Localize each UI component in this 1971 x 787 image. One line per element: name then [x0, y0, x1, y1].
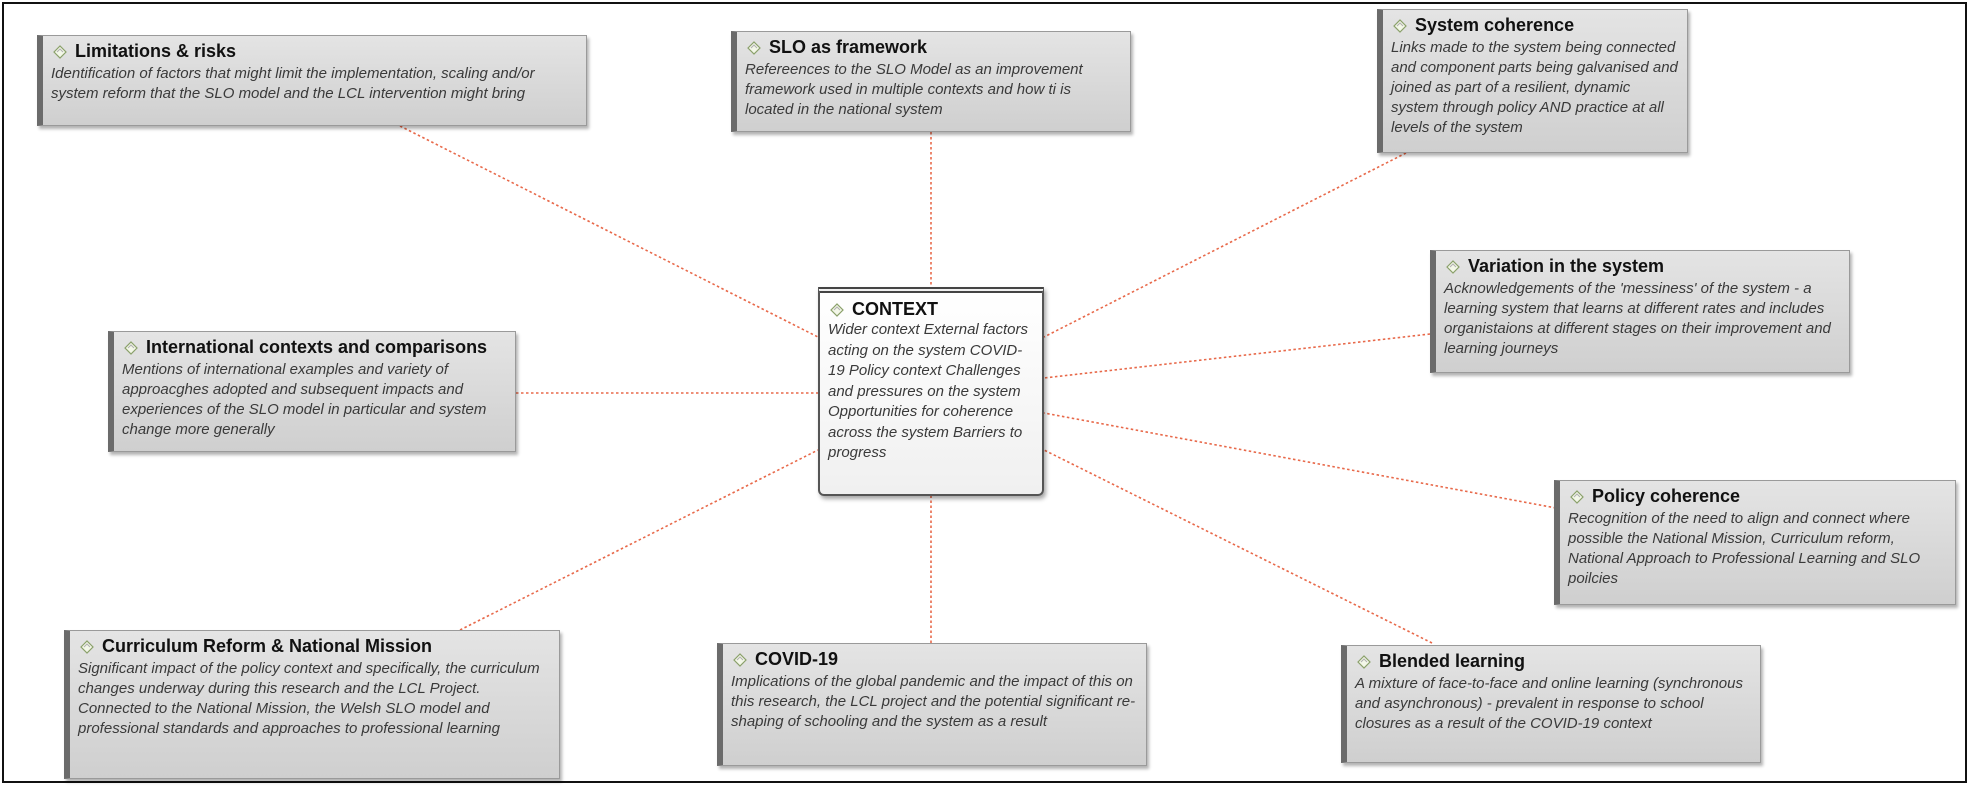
link-variation [1043, 333, 1431, 379]
node-limitations-risks[interactable]: Limitations & risks Identification of fa… [37, 35, 587, 126]
node-memo-icon [733, 652, 747, 667]
node-header: International contexts and comparisons [122, 337, 507, 358]
node-blended-learning[interactable]: Blended learning A mixture of face-to-fa… [1341, 645, 1761, 763]
node-policy-coherence[interactable]: Policy coherence Recognition of the need… [1554, 480, 1956, 605]
node-description: Implications of the global pandemic and … [731, 673, 1136, 730]
node-title: Limitations & risks [75, 41, 237, 61]
link-limitations [399, 125, 819, 338]
node-header: Curriculum Reform & National Mission [78, 636, 551, 657]
node-header: Variation in the system [1444, 256, 1841, 277]
context-node-title: CONTEXT [852, 299, 939, 319]
node-title: Curriculum Reform & National Mission [102, 636, 433, 656]
node-memo-icon [53, 44, 67, 59]
node-curriculum-reform[interactable]: Curriculum Reform & National Mission Sig… [64, 630, 560, 779]
node-description: Significant impact of the policy context… [78, 660, 540, 737]
node-memo-icon [747, 40, 761, 55]
link-blended [1043, 449, 1433, 644]
node-header: System coherence [1391, 15, 1679, 36]
node-title: International contexts and comparisons [146, 337, 488, 357]
node-memo-icon [1446, 259, 1460, 274]
node-title: SLO as framework [769, 37, 928, 57]
node-description: Identification of factors that might lim… [51, 65, 535, 102]
node-memo-icon [124, 340, 138, 355]
node-title: System coherence [1415, 15, 1575, 35]
node-system-coherence[interactable]: System coherence Links made to the syste… [1377, 9, 1688, 153]
node-variation-in-system[interactable]: Variation in the system Acknowledgements… [1430, 250, 1850, 373]
node-description: Mentions of international examples and v… [122, 361, 487, 438]
node-header: Blended learning [1355, 651, 1752, 672]
node-description: Acknowledgements of the 'messiness' of t… [1444, 280, 1831, 357]
node-title: Blended learning [1379, 651, 1526, 671]
node-header: Policy coherence [1568, 486, 1947, 507]
node-slo-framework[interactable]: SLO as framework Refereences to the SLO … [731, 31, 1131, 132]
context-node-header: CONTEXT [828, 299, 1034, 320]
link-system-coherence [1043, 152, 1407, 338]
node-covid-19[interactable]: COVID-19 Implications of the global pand… [717, 643, 1147, 766]
node-memo-icon [1570, 489, 1584, 504]
context-central-node[interactable]: CONTEXT Wider context External factors a… [818, 287, 1044, 496]
link-policy-coherence [1043, 412, 1557, 509]
node-international-contexts[interactable]: International contexts and comparisons M… [108, 331, 516, 452]
node-memo-icon [1393, 18, 1407, 33]
node-memo-icon [80, 639, 94, 654]
node-description: Refereences to the SLO Model as an impro… [745, 61, 1083, 118]
node-header: Limitations & risks [51, 41, 578, 62]
node-memo-icon [830, 302, 844, 317]
node-header: SLO as framework [745, 37, 1122, 58]
link-curriculum [459, 449, 819, 631]
node-description: Recognition of the need to align and con… [1568, 510, 1921, 587]
node-description: A mixture of face-to-face and online lea… [1355, 675, 1743, 732]
node-memo-icon [1357, 654, 1371, 669]
node-title: COVID-19 [755, 649, 839, 669]
node-description: Links made to the system being connected… [1391, 39, 1678, 136]
node-title: Policy coherence [1592, 486, 1741, 506]
node-title: Variation in the system [1468, 256, 1665, 276]
context-node-description: Wider context External factors acting on… [828, 321, 1028, 461]
node-header: COVID-19 [731, 649, 1138, 670]
